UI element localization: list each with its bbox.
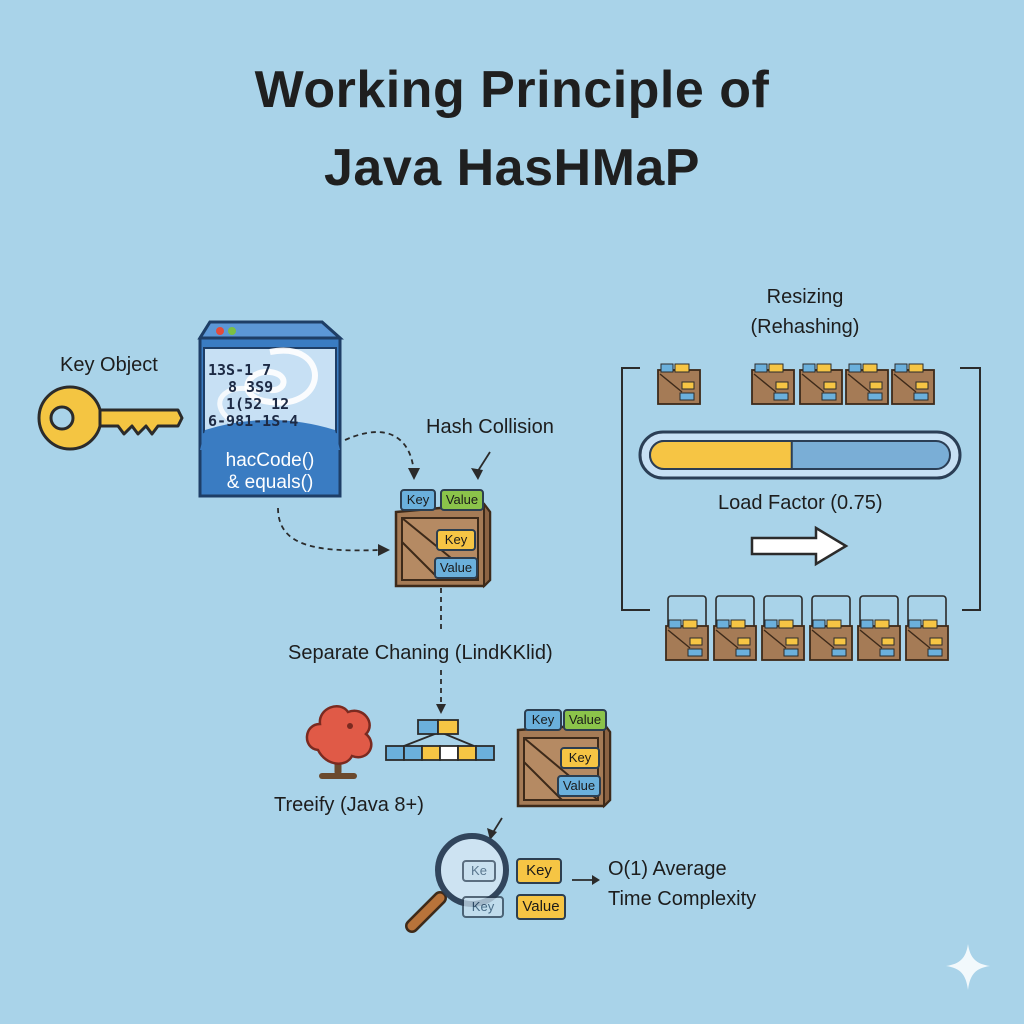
separate-chaining-label: Separate Chaning (LindKKlid): [288, 642, 553, 664]
hash-digit-line: 6-981-1S-4: [208, 412, 299, 430]
small-bucket-crate-icon: [657, 363, 701, 405]
tree-icon: [305, 705, 373, 779]
treeify-label: Treeify (Java 8+): [274, 794, 424, 816]
page-title-line2: Java HasHMaP: [324, 139, 700, 197]
resizing-line2: (Rehashing): [750, 316, 860, 338]
load-factor-bar: [638, 430, 962, 480]
arrow-hash-to-bucket-1: [344, 431, 415, 475]
bucket-key-chip: Key: [400, 489, 436, 511]
small-bucket-crate-icon: [799, 363, 843, 405]
lower-value-chip-2: Value: [557, 775, 601, 797]
arrow-hash-to-bucket-2: [277, 507, 381, 552]
new-bucket-table: [665, 595, 949, 661]
small-bucket-crate-icon: [809, 595, 853, 661]
resizing-label: Resizing (Rehashing): [740, 282, 870, 342]
hash-digit-line: 1(52 12: [226, 395, 290, 413]
hash-function-box-icon: [197, 320, 344, 498]
lower-value-chip: Value: [563, 709, 607, 731]
bucket-value-chip: Value: [440, 489, 484, 511]
resizing-bracket: [621, 367, 981, 611]
linked-list-nodes: [385, 719, 495, 761]
bucket-key-chip-2: Key: [436, 529, 476, 551]
hashcode-label: hacCode(): [225, 450, 315, 471]
complexity-line2: Time Complexity: [608, 888, 757, 910]
hash-digits: 13S-1 7 8 3S9 1(52 12 6-981-1S-4: [208, 362, 338, 430]
small-bucket-crate-icon: [761, 595, 805, 661]
hash-collision-label: Hash Collision: [426, 416, 554, 438]
key-icon: [37, 385, 184, 451]
lookup-ghost-key-chip: Ke: [462, 860, 496, 882]
small-bucket-crate-icon: [905, 595, 949, 661]
lookup-key-chip: Key: [516, 858, 562, 884]
hash-box-caption: hacCode() & equals(): [200, 450, 340, 494]
lookup-ghost-key-chip-2: Key: [462, 896, 504, 918]
small-bucket-crate-icon: [713, 595, 757, 661]
sparkle-icon: [946, 944, 990, 990]
magnifier-icon: [405, 833, 509, 933]
lower-key-chip-2: Key: [560, 747, 600, 769]
bucket-value-chip-2: Value: [434, 557, 478, 579]
arrow-right-icon: [750, 525, 849, 567]
small-bucket-crate-icon: [665, 595, 709, 661]
small-bucket-crate-icon: [845, 363, 889, 405]
lower-key-chip: Key: [524, 709, 562, 731]
small-bucket-crate-icon: [891, 363, 935, 405]
page-title-line1: Working Principle of: [254, 61, 770, 119]
load-factor-label: Load Factor (0.75): [718, 492, 883, 514]
hash-digit-line: 13S-1 7: [208, 361, 272, 379]
resizing-line1: Resizing: [766, 286, 844, 308]
complexity-line1: O(1) Average: [608, 858, 727, 880]
old-bucket-table: [657, 363, 935, 405]
key-object-label: Key Object: [60, 354, 158, 376]
lookup-value-chip: Value: [516, 894, 566, 920]
equals-label: & equals(): [226, 472, 314, 493]
small-bucket-crate-icon: [751, 363, 795, 405]
hash-digit-line: 8 3S9: [228, 378, 274, 396]
complexity-text: O(1) Average Time Complexity: [608, 854, 756, 914]
small-bucket-crate-icon: [857, 595, 901, 661]
